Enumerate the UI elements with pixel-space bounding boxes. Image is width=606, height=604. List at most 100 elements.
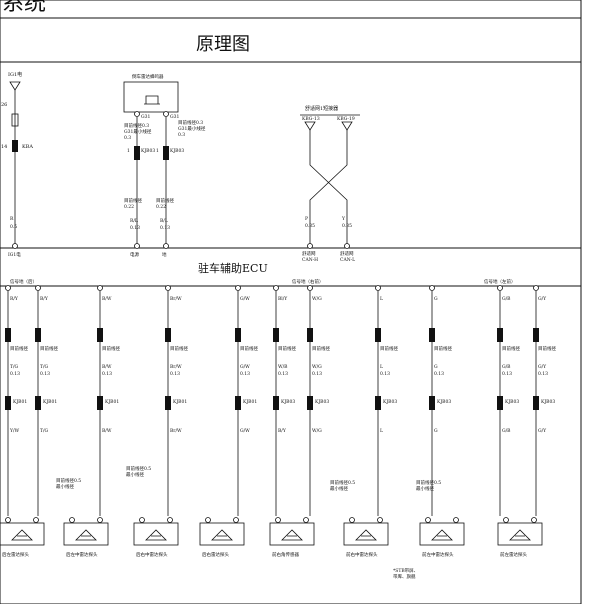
buzzer-note-right-3: 0.3 bbox=[178, 132, 185, 138]
can-ecu-pin-left-icon bbox=[307, 243, 313, 249]
inline-connector-icon bbox=[35, 396, 41, 410]
note-min-size-4: 目前线径0.5 bbox=[416, 479, 441, 486]
wire-bottom-color: T/G bbox=[40, 428, 49, 434]
power-connector-icon bbox=[12, 140, 18, 152]
fuse-icon bbox=[11, 113, 19, 127]
inline-connector-icon bbox=[375, 396, 381, 410]
ecu-pin-icon bbox=[235, 285, 241, 291]
sensor-label: 后左雷达探头 bbox=[2, 551, 29, 558]
wire-color: T/G bbox=[10, 364, 19, 370]
connector-code: KJB01 bbox=[173, 399, 187, 405]
buzzer-wire-right-color: B/L bbox=[160, 218, 168, 224]
wire-top-color: W/G bbox=[312, 296, 322, 302]
can-wire-left-size: 0.35 bbox=[305, 223, 315, 229]
buzzer-label: 倒车雷达蜂鸣器 bbox=[132, 73, 164, 80]
footnote-1: *STB带屏、 bbox=[393, 568, 418, 574]
can-connector-block: 舒适网1短接器 KBG-13 KBG-19 P 0.35 Y 0.35 舒适网 … bbox=[300, 105, 360, 263]
connector-code: KJB03 bbox=[541, 399, 555, 405]
buzzer-pin-right: G31 bbox=[170, 114, 179, 120]
fuse-label: IG1电 bbox=[8, 71, 22, 78]
sensor-label: 后右中雷达探头 bbox=[136, 551, 168, 558]
inline-connector-icon bbox=[235, 396, 241, 410]
buzzer-conn-left-num: 1 bbox=[127, 148, 130, 154]
inline-connector-icon bbox=[533, 396, 539, 410]
sensor-pin-icon bbox=[349, 517, 355, 523]
note-min-label-2: 最小线径 bbox=[126, 471, 144, 478]
wire-note: 目前线径 bbox=[502, 345, 520, 352]
radar-sensor: 前右角传感器 bbox=[269, 517, 315, 558]
wire-size: 0.13 bbox=[538, 371, 548, 377]
note-min-label-3: 最小线径 bbox=[330, 485, 348, 492]
signal-label-front-left: 信号地（左前） bbox=[484, 278, 516, 285]
wire-bottom-color: G bbox=[434, 428, 438, 434]
radar-sensor: 后左雷达探头 bbox=[0, 517, 45, 558]
wire-color: G/W bbox=[240, 364, 250, 370]
buzzer-ecu-pin-left-label: 电源 bbox=[130, 251, 139, 258]
inline-connector-icon bbox=[97, 396, 103, 410]
sensor-box bbox=[199, 522, 245, 546]
radar-sensor: 后右中雷达探头 bbox=[133, 517, 179, 558]
buzzer-wire-left-note: 目前线径 bbox=[124, 197, 142, 204]
wire-color: G bbox=[434, 364, 438, 370]
buzzer-pin-left-icon bbox=[134, 111, 140, 117]
note-min-size-3: 目前线径0.5 bbox=[330, 479, 355, 486]
wire-color: L bbox=[380, 364, 383, 370]
inline-connector-icon bbox=[533, 328, 539, 342]
buzzer-icon bbox=[144, 95, 160, 105]
buzzer-ecu-pin-right-label: 地 bbox=[162, 251, 167, 258]
wire-top-color: G/B bbox=[502, 296, 511, 302]
buzzer-wire-left-color: R/L bbox=[130, 218, 138, 224]
connector-code: KJB03 bbox=[315, 399, 329, 405]
sensor-box bbox=[269, 522, 315, 546]
radar-sensor-icon bbox=[355, 529, 377, 541]
page-title: 系统 bbox=[2, 0, 46, 16]
can-connector-label: 舒适网1短接器 bbox=[305, 105, 338, 112]
sensor-pin-icon bbox=[97, 517, 103, 523]
wire-note: 目前线径 bbox=[170, 345, 188, 352]
wire-color: W/G bbox=[312, 364, 322, 370]
wire-size: 0.13 bbox=[380, 371, 390, 377]
buzzer-pin-right-icon bbox=[163, 111, 169, 117]
sensor-pin-icon bbox=[205, 517, 211, 523]
wire-size: 0.13 bbox=[312, 371, 322, 377]
sensor-pin-icon bbox=[303, 517, 309, 523]
ecu-pin-icon bbox=[165, 285, 171, 291]
wire-bottom-color: Y/W bbox=[9, 428, 19, 434]
buzzer-conn-right-num: 1 bbox=[156, 148, 159, 154]
wire-size: 0.13 bbox=[240, 371, 250, 377]
note-min-label-4: 最小线径 bbox=[416, 485, 434, 492]
wire-top-color: Br/W bbox=[170, 296, 182, 302]
sensor-pin-icon bbox=[33, 517, 39, 523]
sheet-border bbox=[0, 0, 582, 604]
ecu-pin-icon bbox=[533, 285, 539, 291]
wire-bottom-color: G/Y bbox=[538, 428, 547, 434]
radar-sensor-icon bbox=[145, 529, 167, 541]
power-wire-size: 0.5 bbox=[10, 224, 17, 230]
power-arrow-icon bbox=[9, 81, 21, 91]
wire-note: 目前线径 bbox=[434, 345, 452, 352]
inline-connector-icon bbox=[497, 396, 503, 410]
radar-sensor: 前左雷达探头 bbox=[497, 517, 543, 558]
can-bus-right-1: 舒适网 bbox=[340, 250, 354, 257]
inline-connector-icon bbox=[235, 328, 241, 342]
wire-note: 目前线径 bbox=[40, 345, 58, 352]
wire-size: 0.13 bbox=[502, 371, 512, 377]
wire-top-color: G/Y bbox=[538, 296, 547, 302]
radar-sensor-icon bbox=[75, 529, 97, 541]
inline-connector-icon bbox=[497, 328, 503, 342]
wire-color: T/G bbox=[40, 364, 49, 370]
wire-bottom-color: W/G bbox=[312, 428, 322, 434]
radar-sensor-icon bbox=[281, 529, 303, 541]
sensor-pin-icon bbox=[139, 517, 145, 523]
radar-sensor-icon bbox=[509, 529, 531, 541]
note-min-label-1: 最小线径 bbox=[56, 483, 74, 490]
inline-connector-icon bbox=[429, 396, 435, 410]
can-wire-left-color: P bbox=[305, 216, 308, 222]
sensor-box bbox=[133, 522, 179, 546]
wire-size: 0.13 bbox=[170, 371, 180, 377]
